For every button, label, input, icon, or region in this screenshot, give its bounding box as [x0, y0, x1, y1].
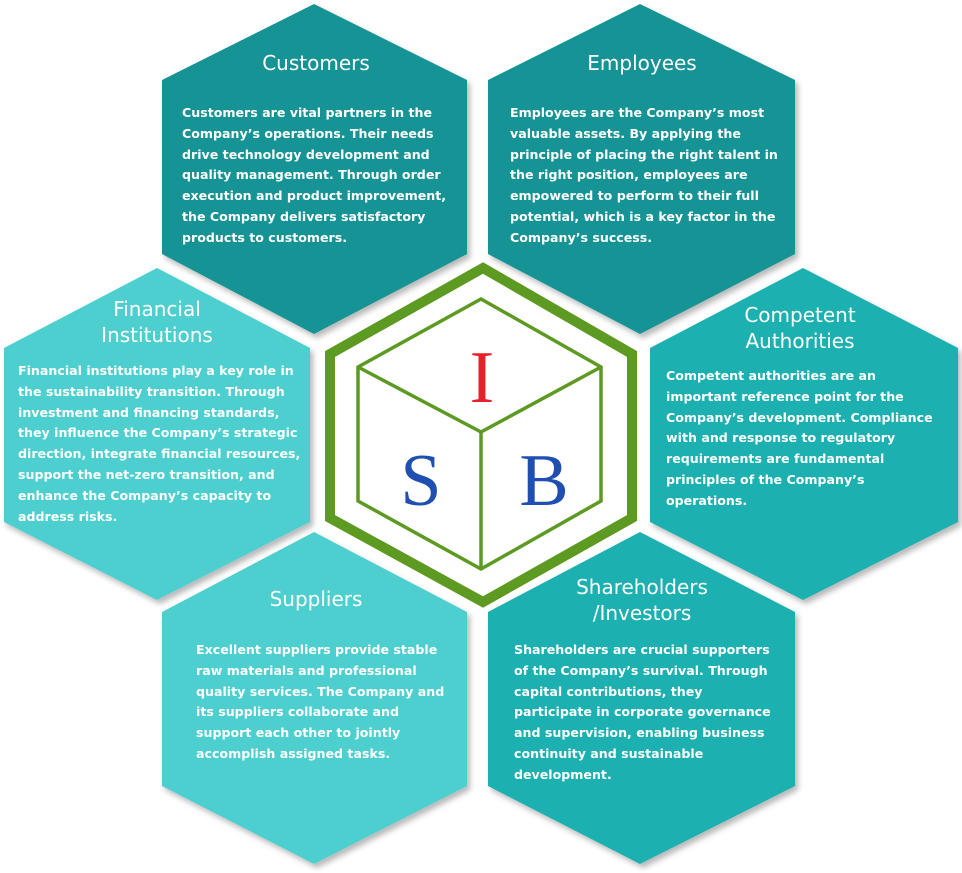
cube-edge-left	[357, 365, 482, 434]
competent-authorities-description: Competent authorities are an important r…	[666, 368, 933, 508]
cube-edge-right	[480, 365, 602, 434]
hexagon-suppliers	[162, 532, 467, 864]
shareholders-investors-title: Shareholders /Investors	[576, 575, 708, 625]
cube-letter-s: S	[400, 440, 441, 522]
employees-title: Employees	[587, 51, 697, 75]
competent-authorities-title: Competent Authorities	[744, 303, 856, 353]
hexagon-financial-institutions	[4, 268, 310, 600]
hexagon-customers	[162, 4, 467, 334]
customers-title: Customers	[262, 51, 370, 75]
hexagon-competent-authorities	[650, 268, 958, 600]
hexagon-employees	[488, 4, 795, 334]
hexagon-shareholders-investors	[488, 532, 795, 864]
cube-letter-i: I	[470, 337, 495, 419]
financial-institutions-description: Financial institutions play a key role i…	[18, 363, 301, 524]
suppliers-description: Excellent suppliers provide stable raw m…	[196, 642, 445, 761]
customers-description: Customers are vital partners in the Comp…	[182, 105, 447, 245]
suppliers-title: Suppliers	[269, 587, 363, 611]
employees-description: Employees are the Company’s most valuabl…	[510, 105, 778, 245]
cube-letter-b: B	[519, 440, 568, 522]
financial-institutions-title: Financial Institutions	[101, 297, 213, 347]
isb-cube-logo: I S B	[325, 262, 637, 608]
shareholders-investors-description: Shareholders are crucial supporters of t…	[514, 642, 771, 782]
